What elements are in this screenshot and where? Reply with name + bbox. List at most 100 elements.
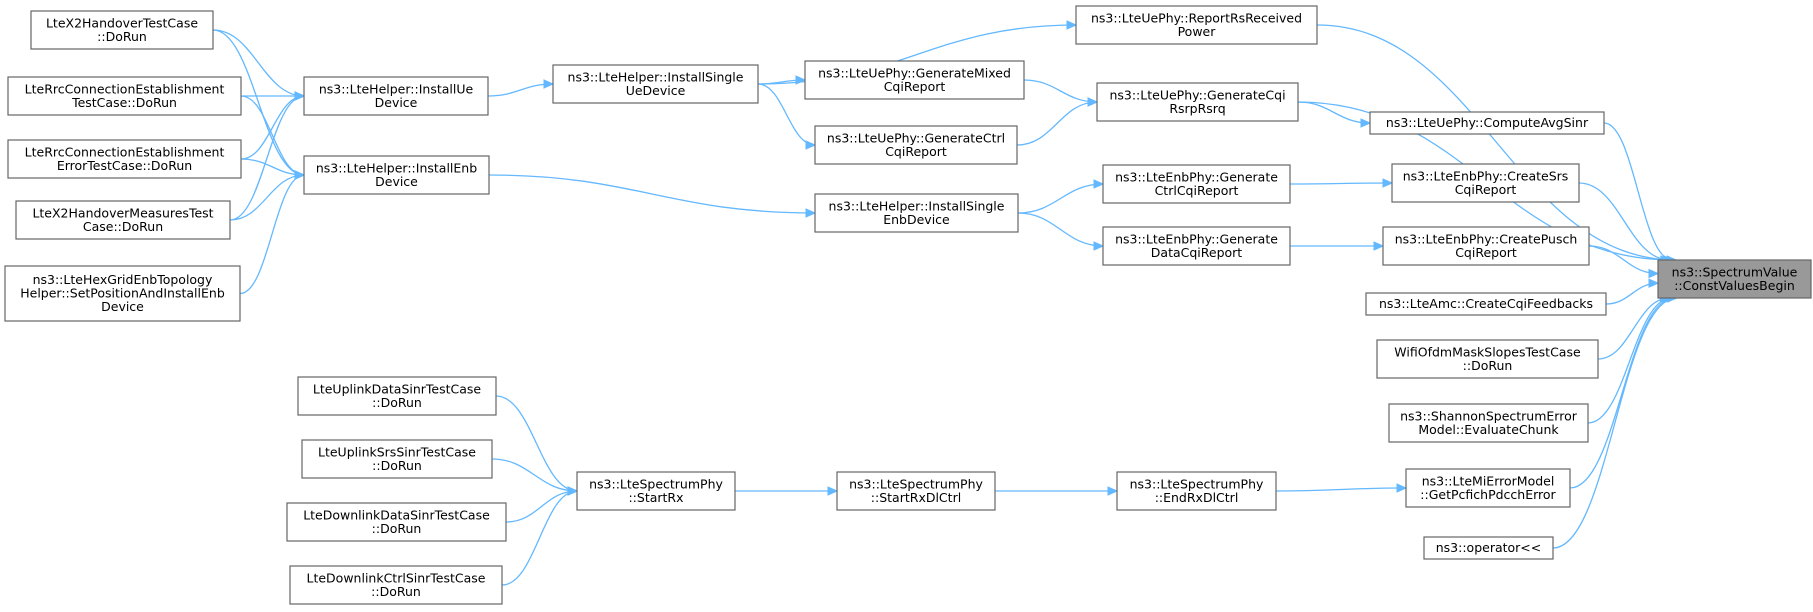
node-label-line: ns3::LteUePhy::GenerateCtrl [827,130,1005,145]
graph-edge-hexgrid-to-installenb [239,170,306,295]
node-label-line: ns3::LteHexGridEnbTopology [33,272,213,287]
arrowhead-icon [543,79,555,89]
arrowhead-icon [1648,278,1660,288]
graph-node-amc[interactable]: ns3::LteAmc::CreateCqiFeedbacks [1365,292,1607,316]
graph-node-x2ho[interactable]: LteX2HandoverTestCase::DoRun [30,10,214,50]
graph-node-ulsinr[interactable]: LteUplinkDataSinrTestCase::DoRun [297,376,497,416]
edge-line [229,95,305,221]
graph-node-endrxdl[interactable]: ns3::LteSpectrumPhy::EndRxDlCtrl [1116,471,1277,511]
graph-edge-mierr-to-root [1569,293,1676,489]
arrowhead-icon [1107,486,1119,496]
edge-line [495,395,578,492]
edge-line [505,490,578,523]
node-box [836,471,996,511]
graph-node-startrx[interactable]: ns3::LteSpectrumPhy::StartRx [576,471,736,511]
node-label-line: LteDownlinkCtrlSinrTestCase [307,570,486,585]
node-box [1102,164,1291,204]
edge-line [1023,79,1098,103]
node-label-line: ns3::LteEnbPhy::Generate [1115,231,1278,246]
graph-edge-endrxdl-to-mierr [1275,483,1408,493]
node-label-line: CtrlCqiReport [1155,183,1239,198]
graph-node-avgsinr[interactable]: ns3::LteUePhy::ComputeAvgSinr [1369,111,1605,135]
node-label-line: ns3::operator<< [1436,540,1542,555]
node-label-line: ns3::LteUePhy::ReportRsReceived [1091,10,1302,25]
graph-node-dlctrl[interactable]: LteDownlinkCtrlSinrTestCase::DoRun [289,565,503,605]
node-box [297,376,497,416]
edge-line [239,174,305,295]
node-label-line: ns3::LteHelper::InstallEnb [316,160,477,175]
graph-edge-startrxdl-to-endrxdl [994,486,1119,496]
node-label-line: ns3::ShannonSpectrumError [1400,408,1578,423]
arrowhead-icon [1066,20,1078,30]
graph-edge-enbdatacqi-to-puschcqi [1289,241,1385,251]
graph-node-wifi[interactable]: WifiOfdmMaskSlopesTestCase::DoRun [1376,339,1599,379]
node-box [303,76,489,116]
node-label-line: UeDevice [626,83,686,98]
graph-node-srssinr[interactable]: LteUplinkSrsSinrTestCase::DoRun [301,439,493,479]
arrowhead-icon [805,140,817,150]
graph-edge-enbctrlcqi-to-srscqi [1289,178,1394,188]
edge-line [491,458,578,492]
graph-edge-srssinr-to-startrx [491,458,579,496]
graph-node-root[interactable]: ns3::SpectrumValue::ConstValuesBegin [1657,259,1812,299]
graph-edge-installsingleue-to-mixed [757,75,807,85]
graph-edge-mixed-to-gencqi [1023,79,1099,107]
graph-node-rrcerr[interactable]: LteRrcConnectionEstablishmentErrorTestCa… [7,139,242,179]
node-label-line: ns3::LteHelper::InstallSingle [829,198,1005,213]
node-box [15,200,231,240]
node-box [814,193,1019,233]
arrowhead-icon [827,486,839,496]
node-label-line: TestCase::DoRun [71,95,177,110]
node-label-line: ns3::LteHelper::InstallSingle [568,69,744,84]
arrowhead-icon [1648,268,1660,279]
node-box [1116,471,1277,511]
graph-node-oper[interactable]: ns3::operator<< [1423,536,1554,560]
edge-line [487,83,554,97]
node-label-line: ::EndRxDlCtrl [1155,490,1239,505]
node-label-line: ns3::LteEnbPhy::Generate [1115,169,1278,184]
node-label-line: ns3::LteUePhy::GenerateCqi [1109,87,1285,102]
arrowhead-icon [567,486,579,496]
node-label-line: ns3::SpectrumValue [1672,264,1798,279]
graph-node-hexgrid[interactable]: ns3::LteHexGridEnbTopologyHelper::SetPos… [4,265,241,322]
node-label-line: Power [1178,24,1217,39]
node-box [1388,403,1589,443]
node-label-line: ns3::LteAmc::CreateCqiFeedbacks [1379,296,1593,311]
graph-node-rrcest[interactable]: LteRrcConnectionEstablishmentTestCase::D… [7,76,242,116]
node-label-line: LteUplinkDataSinrTestCase [313,381,482,396]
graph-node-dldata[interactable]: LteDownlinkDataSinrTestCase::DoRun [286,502,507,542]
node-label-line: ns3::LteMiErrorModel [1422,473,1555,488]
node-label-line: ::GetPcfichPdcchError [1420,487,1556,502]
node-box [804,60,1025,100]
node-box [301,439,493,479]
node-label-line: Device [375,95,418,110]
arrowhead-icon [1087,97,1099,107]
edge-line [212,29,305,176]
edge-line [1316,24,1677,261]
arrowhead-icon [1396,483,1408,493]
graph-edge-amc-to-root [1605,278,1660,305]
node-label-line: ::ConstValuesBegin [1674,278,1795,293]
graph-edge-installsingleenb-to-enbctrlcqi [1017,179,1105,214]
node-label-line: CqiReport [885,144,947,159]
graph-edge-x2meas-to-installue [229,91,306,221]
graph-node-shannon[interactable]: ns3::ShannonSpectrumErrorModel::Evaluate… [1388,403,1589,443]
node-box [7,139,242,179]
arrowhead-icon [294,91,306,101]
graph-node-mierr[interactable]: ns3::LteMiErrorModel::GetPcfichPdcchErro… [1405,468,1571,508]
graph-node-startrxdl[interactable]: ns3::LteSpectrumPhy::StartRxDlCtrl [836,471,996,511]
